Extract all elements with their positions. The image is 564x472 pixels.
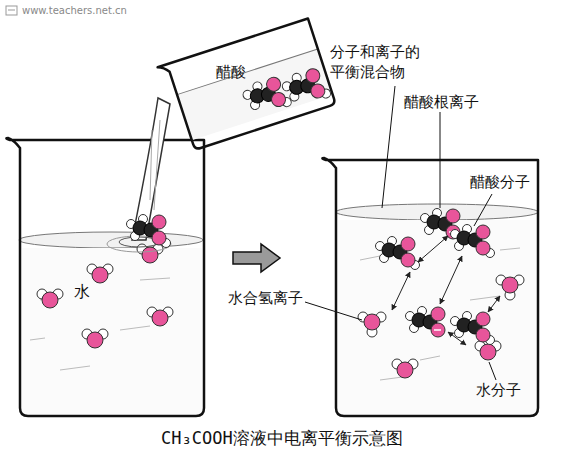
water-beaker xyxy=(6,138,204,416)
beaker-label: 醋酸 xyxy=(216,62,246,82)
caption: CH₃COOH溶液中电离平衡示意图 xyxy=(161,428,403,448)
acid-stream xyxy=(107,98,171,252)
callout-label: 醋酸分子 xyxy=(470,172,530,192)
callout-label: 醋酸根离子 xyxy=(404,92,479,112)
equilibrium-beaker xyxy=(322,158,538,416)
callout-label: 分子和离子的 平衡混合物 xyxy=(330,42,422,82)
watermark-icon-line xyxy=(8,10,15,11)
process-arrow xyxy=(233,244,280,272)
callout-label: 水合氢离子 xyxy=(228,288,303,308)
callout-label: 水分子 xyxy=(476,380,521,400)
leader-lines xyxy=(305,86,496,380)
acid-beaker xyxy=(158,18,336,152)
beaker-label: 水 xyxy=(74,282,90,302)
watermark: www.teachers.net.cn xyxy=(22,1,127,21)
watermark-icon xyxy=(6,6,17,15)
